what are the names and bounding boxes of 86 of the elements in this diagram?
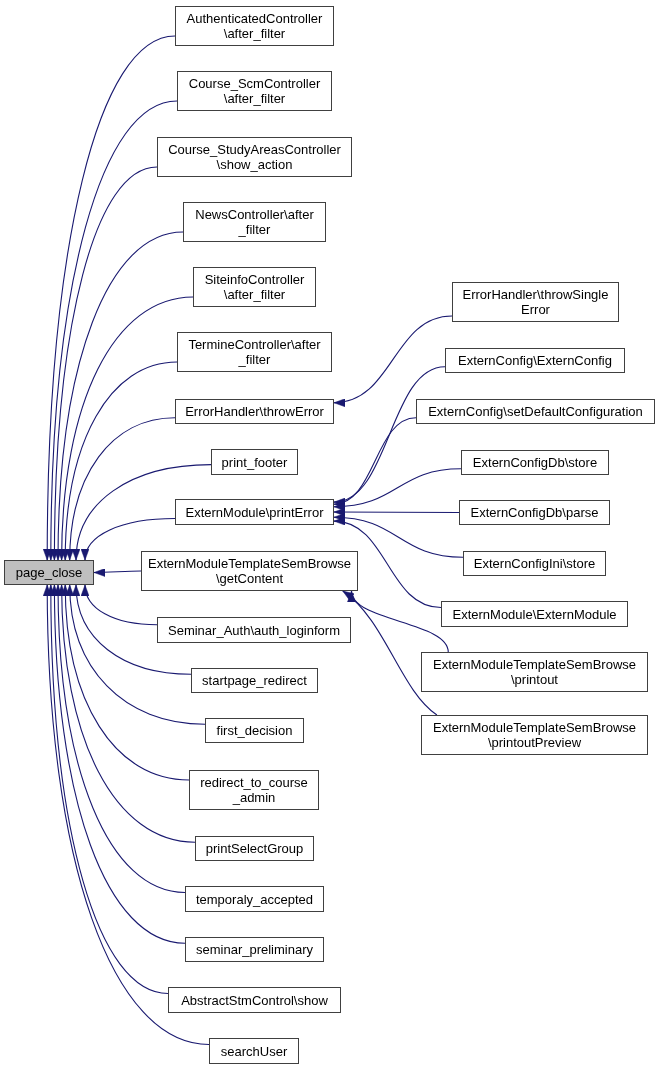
call-arrow <box>43 584 210 1046</box>
function-box <box>445 348 625 373</box>
function-name: ExternModuleTemplateSemBrowse \printoutPreview <box>431 720 637 750</box>
function-name: ExternConfig\ExternConfig <box>458 353 612 368</box>
function-name: ErrorHandler\throwError <box>185 404 324 419</box>
call-arrow <box>72 464 212 561</box>
function-box <box>183 202 326 242</box>
function-box <box>189 770 319 810</box>
function-name: redirect_to_course _admin <box>199 775 309 805</box>
function-name: ExternConfig\setDefaultConfiguration <box>428 404 643 419</box>
call-arrow <box>65 417 176 561</box>
call-arrow <box>50 584 186 944</box>
function-name: SiteinfoController \after_filter <box>203 272 306 302</box>
function-box <box>168 987 341 1013</box>
function-box <box>209 1038 299 1064</box>
function-name: printSelectGroup <box>205 841 304 856</box>
call-arrow <box>57 296 194 561</box>
function-box <box>191 668 318 693</box>
call-arrow <box>333 507 460 517</box>
function-name: ExternConfigDb\parse <box>470 505 599 520</box>
call-arrow <box>61 361 178 561</box>
function-box <box>185 886 324 912</box>
function-box <box>193 267 316 307</box>
call-arrow <box>66 584 206 725</box>
function-name: ExternModule\printError <box>185 504 324 520</box>
function-box <box>421 652 648 692</box>
function-box <box>421 715 648 755</box>
call-arrow <box>46 100 178 561</box>
function-name: seminar_preliminary <box>195 942 313 957</box>
function-name: ExternModule\ExternModule <box>452 606 617 622</box>
function-box <box>461 450 609 475</box>
call-arrow <box>333 417 417 507</box>
function-box <box>177 332 332 372</box>
function-box <box>459 500 610 525</box>
function-box <box>205 718 304 743</box>
function-box <box>452 282 619 322</box>
function-box <box>175 499 334 525</box>
function-box <box>195 836 314 861</box>
call-arrow <box>342 590 438 716</box>
function-name: Seminar_Auth\auth_loginform <box>168 622 340 638</box>
function-name: ExternConfigDb\store <box>472 455 598 470</box>
function-name: startpage_redirect <box>202 673 307 688</box>
call-arrow <box>57 584 196 843</box>
function-box <box>177 71 332 111</box>
function-name: searchUser <box>220 1043 288 1059</box>
call-arrow <box>333 468 462 511</box>
call-arrow <box>333 518 442 609</box>
function-name: TermineController\after _filter <box>187 337 322 367</box>
function-name: Course_ScmController \after_filter <box>187 76 322 106</box>
call-arrow <box>333 366 446 505</box>
call-arrow <box>54 231 184 561</box>
function-name: AbstractStmControl\show <box>181 992 328 1008</box>
call-arrow <box>350 590 449 653</box>
call-arrow <box>81 584 158 626</box>
function-name: page_close <box>15 565 83 580</box>
function-box <box>463 551 606 576</box>
function-box <box>211 449 298 475</box>
function-box <box>416 399 655 424</box>
call-arrow <box>72 584 192 675</box>
call-arrow <box>46 584 169 995</box>
call-arrow <box>82 517 176 561</box>
function-name: ExternModuleTemplateSemBrowse \printout <box>431 657 637 687</box>
call-arrow <box>333 315 453 406</box>
function-box <box>141 551 358 591</box>
function-name: ErrorHandler\throwSingle Error <box>461 287 610 317</box>
call-arrow <box>50 166 158 561</box>
function-name: print_footer <box>221 454 288 470</box>
function-box <box>185 937 324 962</box>
function-name: ExternConfigIni\store <box>473 556 596 571</box>
function-name: AuthenticatedController \after_filter <box>185 11 324 41</box>
call-arrow <box>61 584 190 781</box>
function-box <box>157 137 352 177</box>
function-box <box>175 6 334 46</box>
call-arrow <box>54 584 186 894</box>
function-box <box>441 601 628 627</box>
function-box <box>4 560 94 585</box>
call-arrow <box>43 35 176 561</box>
function-name: NewsController\after _filter <box>194 207 315 237</box>
function-name: ExternModuleTemplateSemBrowse \getContent <box>146 556 352 586</box>
function-name: temporaly_accepted <box>195 891 314 907</box>
function-name: first_decision <box>216 723 293 738</box>
function-name: Course_StudyAreasController \show_action <box>167 142 342 172</box>
call-arrow <box>333 513 464 558</box>
function-box <box>175 399 334 424</box>
function-box <box>157 617 351 643</box>
call-arrow <box>93 568 142 577</box>
